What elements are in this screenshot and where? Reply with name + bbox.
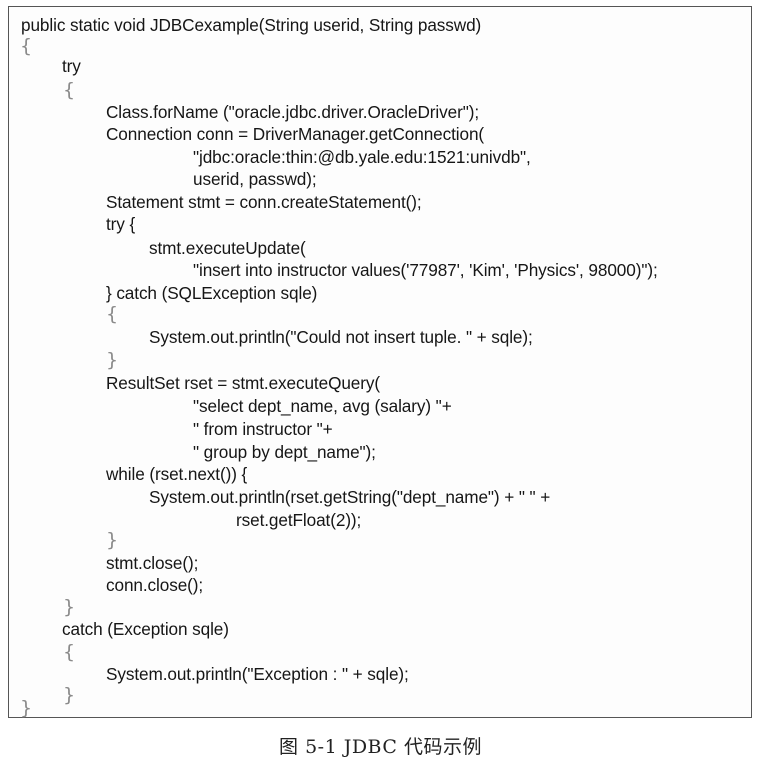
code-line-26: conn.close(); [106,575,204,595]
code-line-17: ResultSet rset = stmt.executeQuery( [106,373,380,393]
code-line-31: } [63,684,75,706]
code-line-18: "select dept_name, avg (salary) "+ [193,396,452,416]
code-line-27: } [63,596,75,618]
code-line-20: " group by dept_name"); [193,442,376,462]
code-line-19: " from instructor "+ [193,419,333,439]
code-line-29: { [63,641,75,663]
code-line-3: try [62,56,81,76]
code-line-32: } [20,697,32,719]
code-line-24: } [106,529,118,551]
code-line-14: { [106,303,118,325]
figure-caption: 图 5-1 JDBC 代码示例 [279,736,482,758]
code-line-12: "insert into instructor values('77987', … [193,260,658,280]
code-line-30: System.out.println("Exception : " + sqle… [106,664,409,684]
code-line-6: Connection conn = DriverManager.getConne… [106,124,485,144]
code-line-4: { [63,79,75,101]
code-line-22: System.out.println(rset.getString("dept_… [149,487,551,507]
code-line-2: { [20,35,32,57]
code-line-5: Class.forName ("oracle.jdbc.driver.Oracl… [106,102,480,122]
code-line-10: try { [106,214,136,234]
code-line-25: stmt.close(); [106,553,199,573]
code-line-1: public static void JDBCexample(String us… [21,15,482,35]
code-line-15: System.out.println("Could not insert tup… [149,327,533,347]
code-listing-box: public static void JDBCexample(String us… [8,6,752,718]
code-line-16: } [106,349,118,371]
code-line-28: catch (Exception sqle) [62,619,229,639]
code-line-23: rset.getFloat(2)); [236,510,362,530]
code-line-9: Statement stmt = conn.createStatement(); [106,192,422,212]
code-line-21: while (rset.next()) { [106,464,248,484]
code-line-7: "jdbc:oracle:thin:@db.yale.edu:1521:univ… [193,147,531,167]
code-line-8: userid, passwd); [193,169,317,189]
code-line-11: stmt.executeUpdate( [149,238,306,258]
code-line-13: } catch (SQLException sqle) [106,283,318,303]
